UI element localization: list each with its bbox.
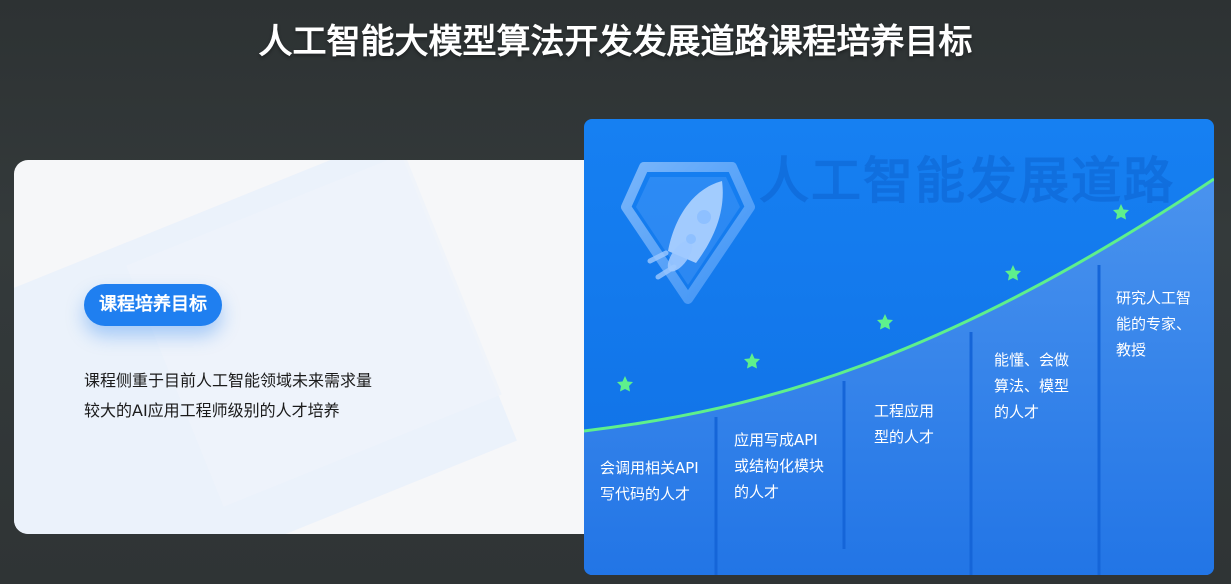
stage-line: 能的专家、 — [1116, 315, 1192, 333]
stage-2-text: 应用写成API 或结构化模块 的人才 — [734, 427, 824, 505]
rocket-shield-icon — [621, 162, 755, 304]
stage-line: 工程应用 — [874, 402, 935, 420]
milestone-pin — [744, 353, 760, 404]
description-line: 较大的AI应用工程师级别的人才培养 — [84, 401, 340, 420]
stage-line: 或结构化模块 — [734, 457, 825, 475]
stage-line: 算法、模型 — [994, 377, 1070, 395]
stage-line: 能懂、会做 — [994, 351, 1070, 369]
stage-4-text: 能懂、会做 算法、模型 的人才 — [994, 347, 1069, 425]
milestone-pin — [1005, 265, 1021, 314]
milestone-pin — [1113, 204, 1129, 251]
stage-line: 教授 — [1116, 341, 1147, 359]
ai-path-card: 人工智能发展道路 — [584, 119, 1214, 575]
milestone-pin — [617, 376, 633, 425]
course-goal-badge: 课程培养目标 — [84, 284, 222, 326]
stage-1-text: 会调用相关API 写代码的人才 — [600, 455, 699, 507]
description-line: 课程侧重于目前人工智能领域未来需求量 — [84, 371, 373, 390]
stage-line: 写代码的人才 — [600, 485, 691, 503]
page-title: 人工智能大模型算法开发发展道路课程培养目标 — [258, 22, 973, 62]
stage-line: 研究人工智 — [1116, 289, 1192, 307]
growth-curve-chart — [584, 162, 1214, 575]
stage-3-text: 工程应用 型的人才 — [874, 398, 934, 450]
stage-line: 应用写成API — [734, 431, 818, 449]
stage-5-text: 研究人工智 能的专家、 教授 — [1116, 285, 1191, 363]
stage-line: 会调用相关API — [600, 459, 699, 477]
stage-line: 型的人才 — [874, 428, 935, 446]
watermark-title: 人工智能发展道路 — [759, 152, 1175, 210]
milestone-pin — [877, 314, 893, 364]
course-goal-card: 课程培养目标 课程侧重于目前人工智能领域未来需求量 较大的AI应用工程师级别的人… — [14, 160, 604, 534]
course-goal-description: 课程侧重于目前人工智能领域未来需求量 较大的AI应用工程师级别的人才培养 — [84, 366, 444, 426]
stage-line: 的人才 — [994, 403, 1040, 421]
stage-line: 的人才 — [734, 483, 780, 501]
